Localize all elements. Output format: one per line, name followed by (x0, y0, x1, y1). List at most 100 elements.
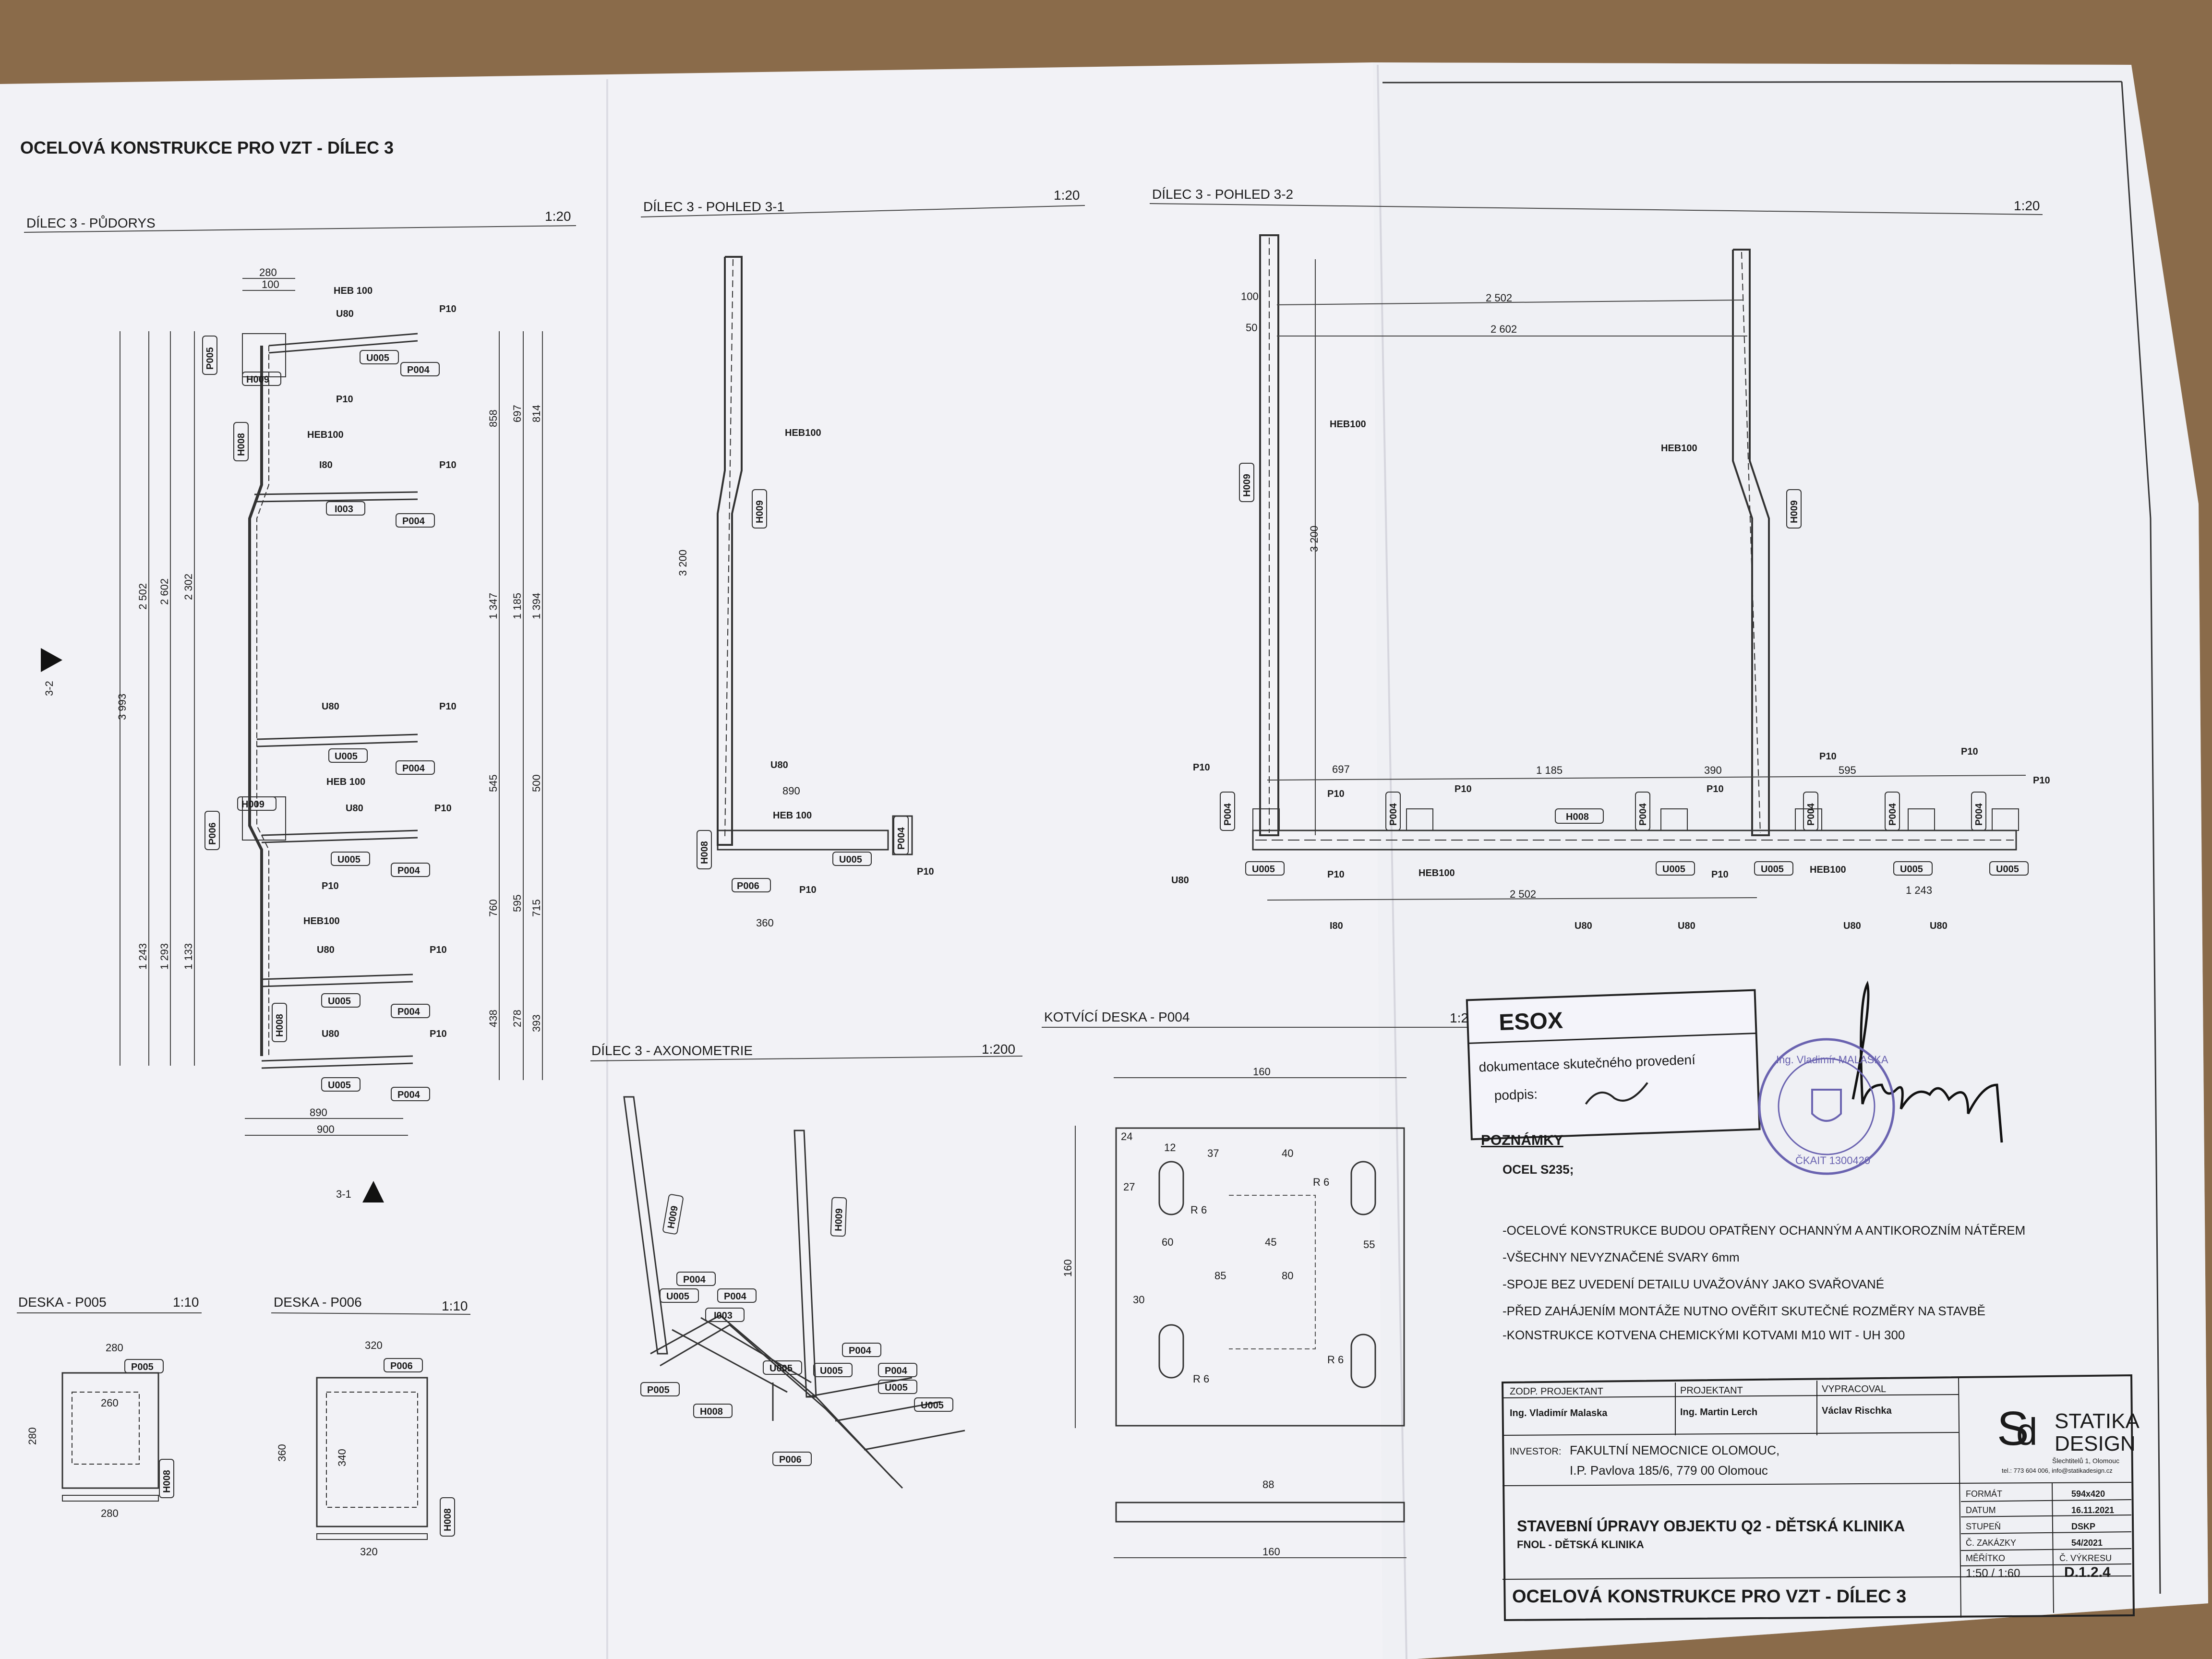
dim-900: 900 (317, 1123, 335, 1135)
tag-i003-axo: I003 (714, 1310, 733, 1321)
dim-814: 814 (530, 405, 542, 422)
label-u80-p32b: U80 (1575, 921, 1592, 931)
tag-p004-p32c: P004 (1638, 803, 1648, 826)
view-pudorys: DÍLEC 3 - PŮDORYS 1:20 HEB 100 U80 P10 P… (24, 209, 577, 1202)
dim-3200-p31: 3 200 (677, 550, 689, 576)
dim-595-p32: 595 (1839, 764, 1856, 776)
pohled32-beam (1252, 830, 2017, 851)
tb-vyp: Václav Rischka (1822, 1406, 1892, 1416)
view-scale-pohled31: 1:20 (1054, 188, 1080, 203)
tb-h-stupen: STUPEŇ (1966, 1522, 2001, 1531)
tb-investor-2: I.P. Pavlova 185/6, 779 00 Olomouc (1570, 1463, 1768, 1478)
dim-760: 760 (487, 899, 499, 917)
view-kotvici-deska: KOTVÍCÍ DESKA - P004 1:2 160 160 160 24 … (1042, 1010, 1469, 1558)
dim-1347: 1 347 (487, 593, 499, 619)
pohled32-right-column (1732, 249, 1770, 836)
dim-27-kd: 27 (1123, 1181, 1135, 1193)
tb-format: 594x420 (2071, 1489, 2105, 1499)
dim-280-top: 280 (259, 266, 277, 278)
section-label-3-1: 3-1 (336, 1188, 351, 1200)
tb-proj: Ing. Martin Lerch (1680, 1407, 1757, 1418)
dim-890-p31: 890 (782, 785, 800, 797)
tb-h-zakazky: Č. ZAKÁZKY (1966, 1538, 2016, 1548)
dim-50-p32: 50 (1246, 322, 1257, 334)
tag-p004-p32e: P004 (1887, 803, 1898, 826)
dim-30-kd: 30 (1133, 1294, 1144, 1306)
tag-p004-3: P004 (402, 763, 425, 774)
label-u80-4: U80 (317, 945, 335, 955)
label-u80-3: U80 (346, 803, 363, 814)
label-p10-p32i: P10 (1711, 869, 1729, 880)
label-heb100-p32b: HEB100 (1661, 443, 1697, 454)
tag-h009-p32a: H009 (1242, 474, 1252, 497)
dim-500: 500 (530, 774, 542, 792)
dim-260-p005: 260 (101, 1397, 119, 1409)
esox-brand: ESOX (1499, 1008, 1563, 1036)
tb-h-meritko: MĚŘÍTKO (1966, 1553, 2005, 1563)
view-pohled-3-1: DÍLEC 3 - POHLED 3-1 1:20 HEB100 U80 HEB… (640, 188, 1085, 929)
label-p10-p31: P10 (799, 885, 817, 895)
tag-h008-1: H008 (236, 433, 247, 456)
note-item-2: -VŠECHNY NEVYZNAČENÉ SVARY 6mm (1503, 1250, 1740, 1264)
view-scale-p006: 1:10 (442, 1298, 468, 1313)
title-block: ZODP. PROJEKTANT Ing. Vladimír Malaska P… (1501, 1374, 2140, 1622)
dim-2602: 2 602 (158, 578, 170, 605)
label-i80: I80 (319, 460, 333, 470)
label-r6-a: R 6 (1313, 1176, 1329, 1188)
tag-p004-axo-d: P004 (885, 1366, 908, 1376)
tb-h-vykresu: Č. VÝKRESU (2059, 1553, 2112, 1563)
plate-p006 (316, 1377, 428, 1527)
seal-number: ČKAIT 1300420 (1795, 1154, 1870, 1166)
dim-438: 438 (487, 1010, 499, 1027)
tag-u005-axo-d: U005 (885, 1382, 908, 1393)
dim-1243: 1 243 (137, 943, 149, 970)
label-i80-p32: I80 (1330, 921, 1343, 931)
tb-investor-label: INVESTOR: (1510, 1446, 1561, 1457)
label-r6-b: R 6 (1190, 1204, 1207, 1216)
tb-zakazky: 54/2021 (2071, 1538, 2103, 1548)
tag-p004-axo-a: P004 (683, 1274, 706, 1285)
tag-u005-axo-e: U005 (921, 1400, 944, 1411)
label-p10-8: P10 (430, 1029, 447, 1039)
tag-p006-p31: P006 (737, 881, 759, 891)
label-u80-2: U80 (322, 701, 339, 712)
tag-h009-mid: H009 (241, 799, 264, 810)
dim-2502-p32b: 2 502 (1510, 888, 1536, 900)
tag-h008-p31: H008 (699, 841, 710, 864)
tag-h008-axo: H008 (700, 1407, 723, 1417)
notes-steel: OCEL S235; (1503, 1162, 1574, 1177)
dim-160-kd-left: 160 (1062, 1259, 1074, 1277)
tb-h-format: FORMÁT (1966, 1489, 2002, 1499)
view-scale-kotvici: 1:2 (1450, 1010, 1468, 1025)
tag-i003: I003 (335, 504, 353, 515)
dim-2502: 2 502 (137, 583, 149, 610)
dim-3993: 3 993 (116, 694, 128, 720)
label-heb100-4: HEB100 (303, 916, 340, 926)
dim-24-kd: 24 (1121, 1130, 1132, 1142)
label-u80-5: U80 (322, 1029, 339, 1039)
view-axonometrie: DÍLEC 3 - AXONOMETRIE 1:200 H009 H009 P0… (590, 1042, 1023, 1489)
note-item-1: -OCELOVÉ KONSTRUKCE BUDOU OPATŘENY OCHAN… (1503, 1223, 2025, 1238)
svg-text:S: S (1997, 1402, 2029, 1455)
view-scale-pohled32: 1:20 (2014, 198, 2040, 213)
label-p10-1: P10 (439, 304, 457, 314)
tag-p004-1: P004 (407, 365, 430, 375)
pudorys-column-heb100 (248, 346, 263, 1056)
view-scale-pudorys: 1:20 (545, 209, 571, 224)
logo-contact: tel.: 773 604 006, info@statikadesign.cz (2002, 1467, 2113, 1474)
dim-360-p006: 360 (276, 1444, 288, 1462)
dim-2502-p32: 2 502 (1486, 292, 1512, 304)
label-heb100-p31b: HEB 100 (773, 810, 812, 821)
label-p10-p32c: P10 (1455, 784, 1472, 794)
view-title-p005: DESKA - P005 (18, 1295, 107, 1310)
pohled32-left-column (1259, 234, 1279, 836)
dim-697-p32: 697 (1332, 763, 1350, 775)
tag-p004-axo-b: P004 (724, 1291, 747, 1302)
pohled31-beam-u80 (717, 830, 889, 851)
statika-design-logo: S d STATIKA DESIGN Šlechtitelů 1, Olomou… (1997, 1402, 2140, 1474)
tag-p004-p32d: P004 (1806, 803, 1816, 826)
note-item-4: -PŘED ZAHÁJENÍM MONTÁŽE NUTNO OVĚŘIT SKU… (1503, 1304, 1985, 1318)
view-scale-p005: 1:10 (173, 1295, 199, 1310)
label-p10-2: P10 (336, 394, 353, 405)
dim-393: 393 (530, 1014, 542, 1032)
